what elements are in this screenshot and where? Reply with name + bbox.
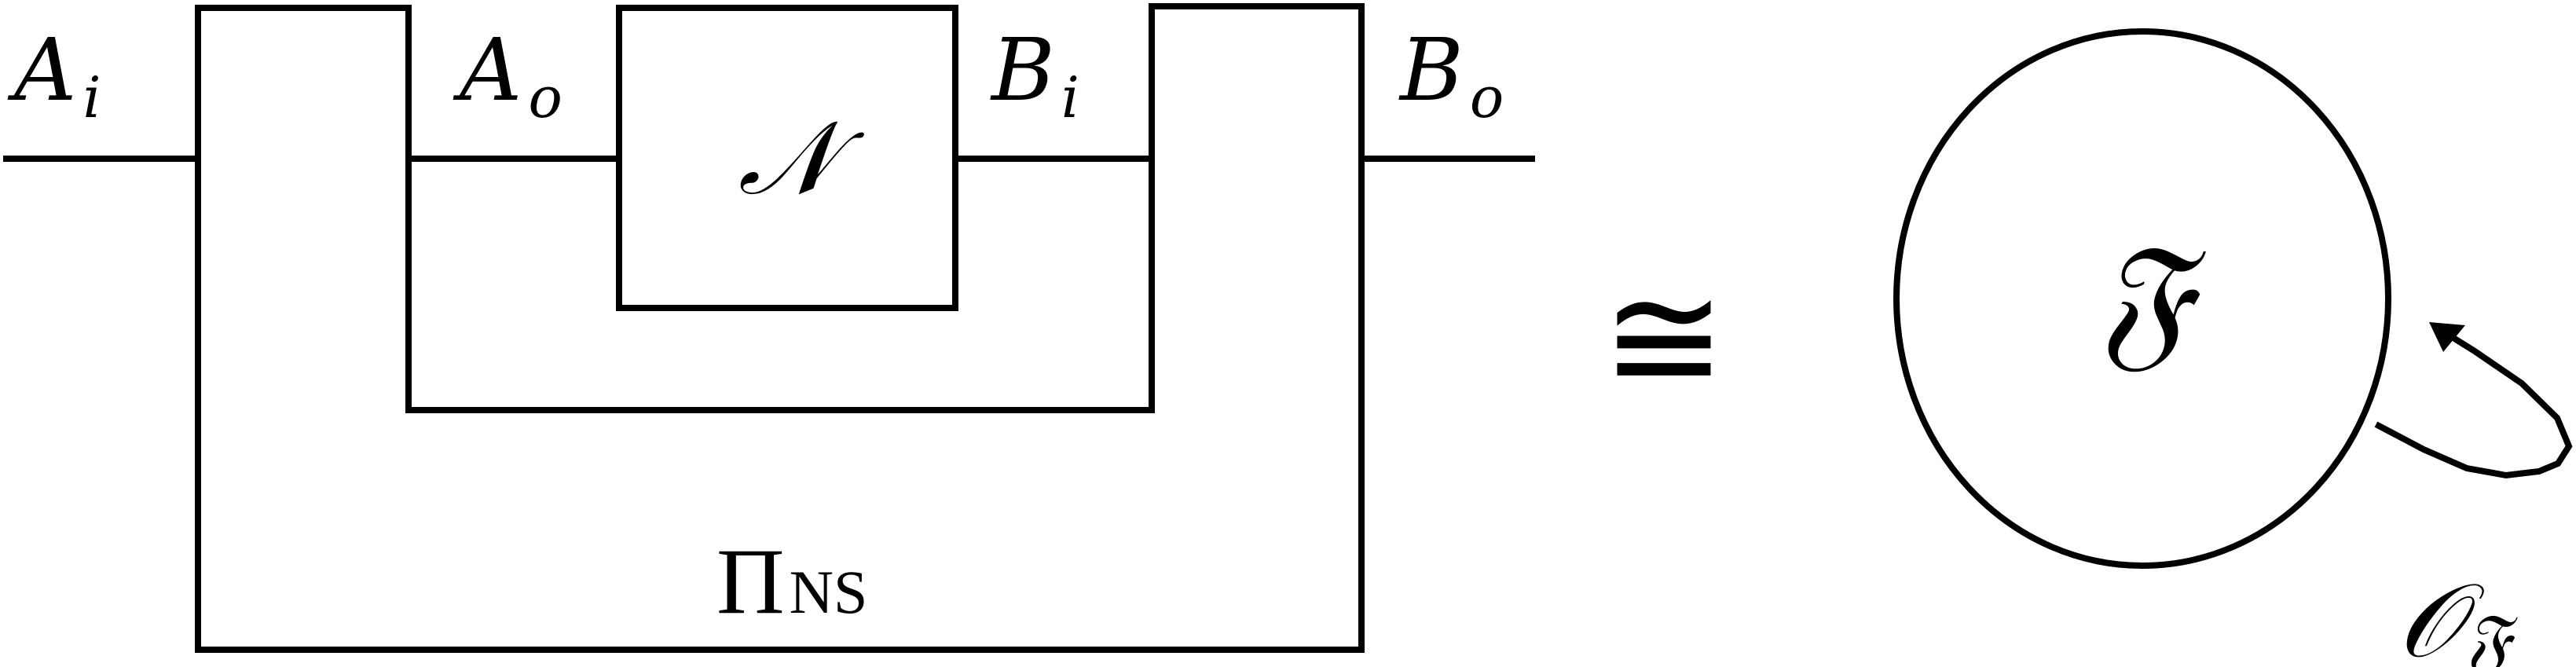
equivalence-symbol: ≅ xyxy=(1601,257,1726,422)
self-loop-arrow xyxy=(2374,327,2573,479)
node-graph: 𝔉 𝒪𝔉 xyxy=(1893,28,2573,667)
node-label: 𝔉 xyxy=(2095,211,2207,385)
comb-label: ΠNS xyxy=(716,529,867,633)
comb-outline xyxy=(195,3,1365,653)
channel-label: 𝒩 xyxy=(738,98,865,218)
loop-label: 𝒪𝔉 xyxy=(2398,561,2518,667)
node-circle xyxy=(1893,28,2391,569)
arrowhead-icon xyxy=(2429,322,2465,352)
